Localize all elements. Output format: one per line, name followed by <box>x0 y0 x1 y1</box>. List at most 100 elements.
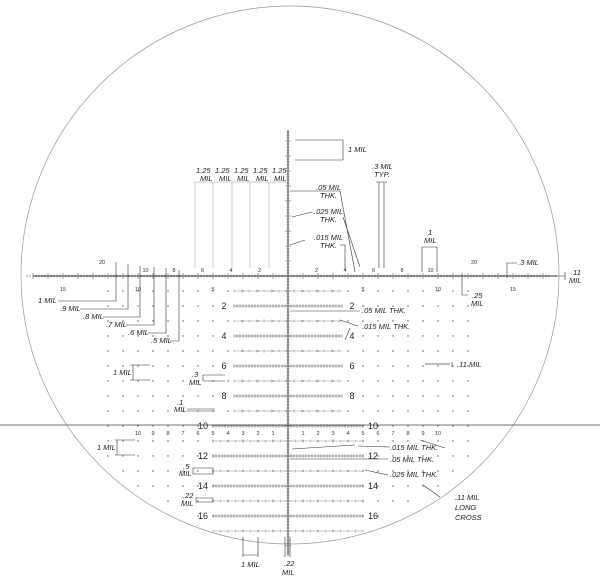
holdover-dot <box>167 500 169 502</box>
holdover-dot <box>392 425 394 427</box>
spacing-label: 1.25 <box>196 166 211 175</box>
holdover-dot <box>197 305 199 307</box>
field-of-view-circle <box>20 5 560 545</box>
holdover-dot <box>377 335 379 337</box>
holdover-dot <box>137 485 139 487</box>
tree-number: 4 <box>226 431 229 437</box>
holdover-dot <box>197 320 199 322</box>
axis-label-above: 8 <box>172 268 175 274</box>
holdover-dot <box>437 425 439 427</box>
holdover-dot <box>467 335 469 337</box>
holdover-dot <box>122 470 124 472</box>
holdover-dot <box>362 350 364 352</box>
right-25mil-label: .25 <box>472 291 483 300</box>
holdover-dot <box>182 380 184 382</box>
holdover-dot <box>437 335 439 337</box>
tree-1-label: MIL <box>174 405 187 414</box>
holdover-dot <box>107 425 109 427</box>
holdover-dot <box>167 290 169 292</box>
holdover-dot <box>197 350 199 352</box>
left-height-label: .9 MIL <box>60 304 81 313</box>
holdover-dot <box>422 365 424 367</box>
tree-number: 5 <box>361 431 364 437</box>
holdover-dot <box>227 290 229 292</box>
holdover-dot <box>122 455 124 457</box>
axis-label-above: 2 <box>315 268 318 274</box>
holdover-dot <box>362 395 364 397</box>
holdover-dot <box>347 320 349 322</box>
holdover-dot <box>452 350 454 352</box>
holdover-dot <box>422 395 424 397</box>
holdover-dot <box>167 305 169 307</box>
holdover-dot <box>422 455 424 457</box>
long-cross-label: CROSS <box>455 513 482 522</box>
holdover-dot <box>422 320 424 322</box>
holdover-dot <box>137 440 139 442</box>
tree-number: 2 <box>256 431 259 437</box>
holdover-dot <box>212 335 214 337</box>
axis-label-above: 6 <box>201 268 204 274</box>
left-height-label: .8 MIL <box>83 312 104 321</box>
holdover-dot <box>422 425 424 427</box>
holdover-dot <box>392 410 394 412</box>
tree-row-label: 2 <box>349 301 354 311</box>
axis-label-above: 4 <box>229 268 232 274</box>
holdover-dot <box>422 485 424 487</box>
holdover-dot <box>362 365 364 367</box>
holdover-dot <box>362 380 364 382</box>
holdover-dot <box>152 485 154 487</box>
tree-row-label: 16 <box>198 511 208 521</box>
holdover-dot <box>467 410 469 412</box>
holdover-dot <box>152 425 154 427</box>
thickness-label: .05 MIL <box>316 183 341 192</box>
tree-row-label: 2 <box>221 301 226 311</box>
holdover-dot <box>167 350 169 352</box>
holdover-dot <box>392 440 394 442</box>
holdover-dot <box>152 410 154 412</box>
holdover-dot <box>137 470 139 472</box>
holdover-dot <box>467 305 469 307</box>
tree-number: 6 <box>196 431 199 437</box>
thickness-label: THK. <box>320 241 337 250</box>
holdover-dot <box>362 320 364 322</box>
holdover-dot <box>227 320 229 322</box>
holdover-dot <box>197 365 199 367</box>
holdover-dot <box>437 365 439 367</box>
holdover-dot <box>377 455 379 457</box>
lower-5mil-label: MIL <box>179 469 192 478</box>
thickness-label: .015 MIL <box>314 233 343 242</box>
holdover-dot <box>137 350 139 352</box>
holdover-dot <box>377 470 379 472</box>
holdover-dot <box>437 410 439 412</box>
holdover-dot <box>122 365 124 367</box>
holdover-dot <box>137 320 139 322</box>
holdover-dot <box>362 410 364 412</box>
holdover-dot <box>347 290 349 292</box>
holdover-dot <box>452 290 454 292</box>
holdover-dot <box>152 335 154 337</box>
holdover-dot <box>392 335 394 337</box>
spacing-label: MIL <box>256 174 269 183</box>
spacing-label: MIL <box>219 174 232 183</box>
holdover-dot <box>227 410 229 412</box>
holdover-dot <box>407 440 409 442</box>
tree-row-label: 12 <box>198 451 208 461</box>
holdover-dot <box>182 470 184 472</box>
holdover-dot <box>167 380 169 382</box>
holdover-dot <box>467 425 469 427</box>
tree-row-label: 10 <box>368 421 378 431</box>
tree-number: 7 <box>181 431 184 437</box>
left-height-label: .7 MIL <box>106 320 127 329</box>
holdover-dot <box>437 395 439 397</box>
tree-number: 8 <box>406 431 409 437</box>
spacing-label: 1.25 <box>272 166 287 175</box>
axis-label-above: 2 <box>258 268 261 274</box>
holdover-dot <box>197 425 199 427</box>
holdover-dot <box>407 380 409 382</box>
tree-number: 4 <box>346 431 349 437</box>
holdover-dot <box>137 290 139 292</box>
holdover-dot <box>182 485 184 487</box>
typ-label: .3 MIL <box>372 162 393 171</box>
holdover-dot <box>467 380 469 382</box>
tree-11mil-label: .11 MIL <box>457 360 481 369</box>
